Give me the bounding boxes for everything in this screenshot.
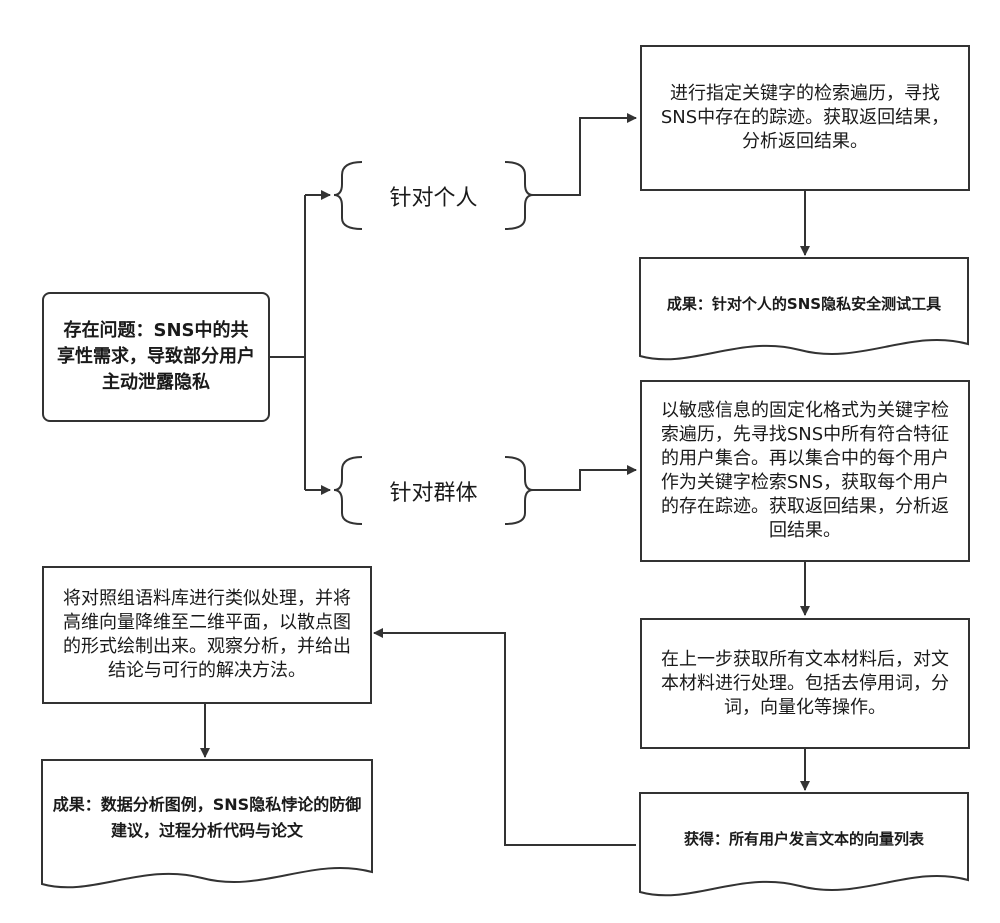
doc-shape-vector-list <box>639 792 969 897</box>
individual-search-box: 进行指定关键字的检索遍历，寻找SNS中存在的踪迹。获取返回结果，分析返回结果。 <box>640 45 970 191</box>
group-search-text: 以敏感信息的固定化格式为关键字检索遍历，先寻找SNS中所有符合特征的用户集合。再… <box>660 400 950 541</box>
vector-list-text: 获得：所有用户发言文本的向量列表 <box>683 830 924 848</box>
branch-group-label: 针对群体 <box>389 481 478 506</box>
final-result-text: 成果：数据分析图例，SNS隐私悖论的防御建议，过程分析代码与论文 <box>52 795 362 840</box>
analysis-box: 将对照组语料库进行类似处理，并将高维向量降维至二维平面，以散点图的形式绘制出来。… <box>42 566 372 704</box>
connector-group-search <box>533 465 637 491</box>
doc-shape-individual-result <box>639 257 969 361</box>
connector-individual-search <box>533 113 637 196</box>
branch-individual-label: 针对个人 <box>389 186 478 211</box>
individual-search-text: 进行指定关键字的检索遍历，寻找SNS中存在的踪迹。获取返回结果，分析返回结果。 <box>660 83 950 152</box>
doc-shape-final-result <box>41 759 373 889</box>
connector-root-branches <box>268 190 331 495</box>
root-problem-box: 存在问题：SNS中的共享性需求，导致部分用户 主动泄露隐私 <box>42 292 270 422</box>
analysis-text: 将对照组语料库进行类似处理，并将高维向量降维至二维平面，以散点图的形式绘制出来。… <box>63 588 351 681</box>
connector-vector-analysis <box>373 628 636 846</box>
text-processing-box: 在上一步获取所有文本材料后，对文本材料进行处理。包括去停用词，分词，向量化等操作… <box>640 618 970 749</box>
text-processing-text: 在上一步获取所有文本材料后，对文本材料进行处理。包括去停用词，分词，向量化等操作… <box>661 648 949 718</box>
group-search-box: 以敏感信息的固定化格式为关键字检索遍历，先寻找SNS中所有符合特征的用户集合。再… <box>640 380 970 562</box>
individual-result-text: 成果：针对个人的SNS隐私安全测试工具 <box>666 295 942 313</box>
root-problem-text: 存在问题：SNS中的共享性需求，导致部分用户 主动泄露隐私 <box>57 320 255 393</box>
